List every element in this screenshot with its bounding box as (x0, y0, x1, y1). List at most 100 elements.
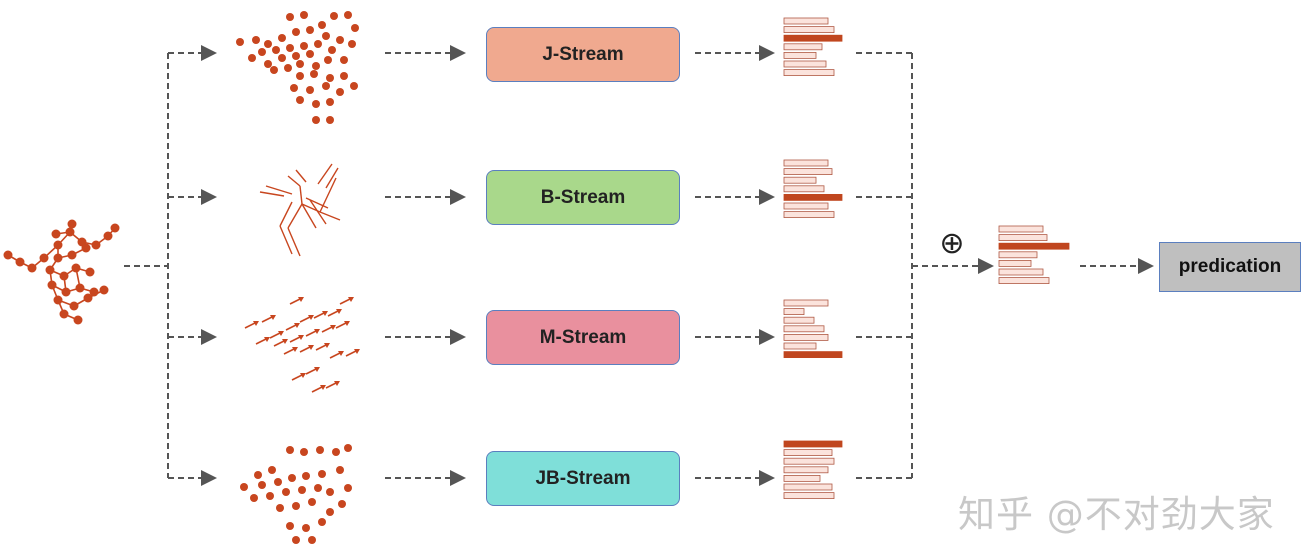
skeleton-joint (53, 240, 63, 250)
joint-dot (348, 40, 356, 48)
joint-dot (292, 52, 300, 60)
joint-dot (326, 488, 334, 496)
skeleton-joint (3, 250, 13, 260)
skeleton-joint (67, 250, 77, 260)
joint-dot (308, 536, 316, 544)
score-bar (783, 333, 829, 341)
skeleton-joint (83, 293, 93, 303)
skeleton-joint (71, 263, 81, 273)
joint-dot (288, 474, 296, 482)
connector-lines (124, 45, 1154, 486)
skeleton-joint (59, 309, 69, 319)
joint-dot (248, 54, 256, 62)
score-bar (783, 483, 833, 491)
bone-segment (259, 191, 285, 197)
bone-segment (319, 211, 341, 221)
fused-score-bar (998, 225, 1044, 233)
joint-dot (312, 100, 320, 108)
score-bar (783, 351, 843, 359)
joint-dot (310, 70, 318, 78)
joint-dot (326, 508, 334, 516)
motion-arrow-head (308, 315, 314, 320)
score-bar (783, 185, 825, 193)
score-bar (783, 26, 835, 34)
skeleton-joint (53, 253, 63, 263)
joint-dot (252, 36, 260, 44)
bone-segment (305, 197, 329, 209)
motion-arrow-head (338, 351, 344, 356)
skeleton-joint (110, 223, 120, 233)
bone-segment (317, 163, 333, 185)
jb-stream-box: JB-Stream (486, 451, 680, 506)
bone-segment (287, 175, 301, 187)
skeleton-joint (59, 271, 69, 281)
skeleton-joint (51, 229, 61, 239)
score-bar (783, 193, 843, 201)
joint-dot (308, 498, 316, 506)
motion-arrow-head (278, 331, 284, 336)
b-stream-box: B-Stream (486, 170, 680, 225)
watermark-text: 知乎 @不对劲大家 (958, 493, 1275, 536)
skeleton-joint (91, 240, 101, 250)
score-bar (783, 202, 829, 210)
joint-dot (318, 470, 326, 478)
skeleton-joint (61, 287, 71, 297)
score-bar (783, 457, 835, 465)
joint-dot (336, 466, 344, 474)
motion-arrow-head (300, 373, 306, 378)
joint-dot (268, 466, 276, 474)
skeleton-joint (27, 263, 37, 273)
joint-dot (240, 483, 248, 491)
joint-dot (328, 46, 336, 54)
joint-dot (314, 40, 322, 48)
skeleton-joint (73, 315, 83, 325)
motion-arrow-head (292, 347, 298, 352)
joint-dot (318, 518, 326, 526)
bone-segment (319, 177, 337, 213)
joint-dot (318, 21, 326, 29)
joint-dot (314, 484, 322, 492)
skeleton-joint (65, 227, 75, 237)
joint-dot (264, 40, 272, 48)
skeleton-joint (81, 243, 91, 253)
motion-arrow-head (330, 325, 336, 330)
joint-dot (312, 116, 320, 124)
score-bar (783, 43, 823, 51)
score-bar (783, 34, 843, 42)
joint-dot (270, 66, 278, 74)
score-bar (783, 492, 835, 500)
score-bar (783, 342, 817, 350)
prediction-label: predication (1178, 256, 1282, 277)
joint-dot (300, 42, 308, 50)
bone-segment (295, 169, 307, 183)
joint-dot (254, 471, 262, 479)
joint-dot (292, 28, 300, 36)
bone-segment (279, 201, 293, 227)
bone-segment (299, 185, 303, 205)
motion-arrow-head (270, 315, 276, 320)
motion-arrow-head (336, 309, 342, 314)
score-bar (783, 299, 829, 307)
bone-segment (287, 203, 303, 229)
joint-dot (250, 494, 258, 502)
score-bar (783, 69, 835, 76)
joint-dot (296, 60, 304, 68)
skeleton-joint (67, 219, 77, 229)
input-skeleton-group (3, 219, 120, 325)
j-stream-box: J-Stream (486, 27, 680, 82)
motion-arrow-head (344, 321, 350, 326)
b-stream-label: B-Stream (540, 186, 626, 208)
joint-dot (336, 88, 344, 96)
motion-arrow-head (324, 343, 330, 348)
m-stream-label: M-Stream (539, 326, 627, 348)
skeleton-joint (99, 285, 109, 295)
score-bar (783, 60, 827, 68)
skeleton-joint (45, 265, 55, 275)
joint-dot (306, 50, 314, 58)
bone-segment (301, 203, 317, 229)
joint-dot (286, 522, 294, 530)
skeleton-joint (53, 295, 63, 305)
skeleton-joint (39, 253, 49, 263)
joint-dot (324, 56, 332, 64)
